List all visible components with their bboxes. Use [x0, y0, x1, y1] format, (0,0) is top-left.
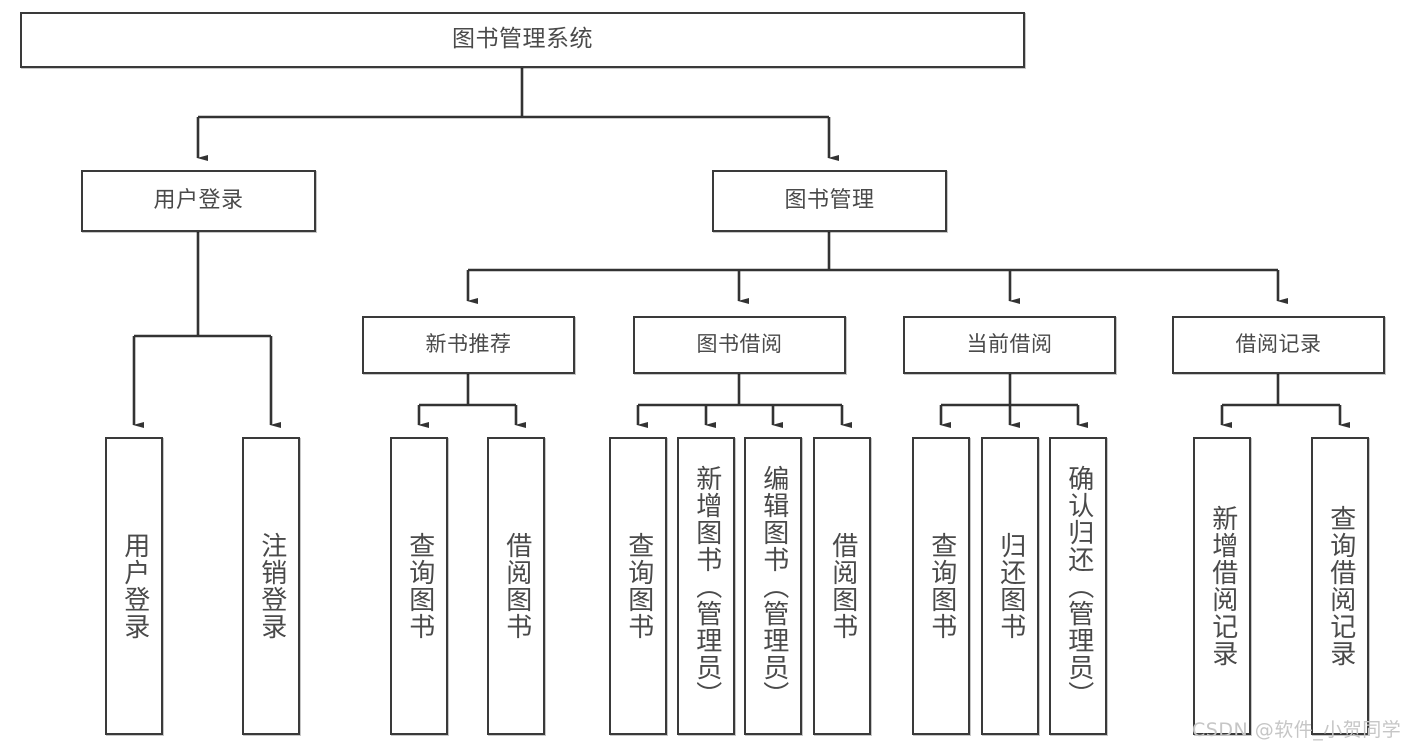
leaf-br-add-record-label: 新增借阅记录	[1207, 505, 1238, 667]
leaf-nb-query-book-label: 查询图书	[404, 532, 435, 640]
watermark: CSDN @软件_小贺同学	[1192, 719, 1402, 741]
leaf-cb-confirm-return-label: 确认归还（管理员）	[1063, 464, 1094, 708]
leaf-bb-query-book-label: 查询图书	[623, 532, 654, 640]
leaf-cb-return-book-label: 归还图书	[995, 532, 1026, 640]
node-book-management[interactable]: 图书管理	[712, 170, 947, 232]
leaf-cb-confirm-return[interactable]: 确认归还（管理员）	[1049, 437, 1107, 735]
leaf-br-add-record[interactable]: 新增借阅记录	[1193, 437, 1251, 735]
node-root[interactable]: 图书管理系统	[20, 12, 1025, 68]
node-book-management-label: 图书管理	[784, 187, 875, 213]
node-user-login[interactable]: 用户登录	[81, 170, 316, 232]
node-book-borrow-label: 图书借阅	[696, 332, 783, 357]
leaf-nb-borrow-book-label: 借阅图书	[501, 532, 532, 640]
leaf-nb-query-book[interactable]: 查询图书	[390, 437, 448, 735]
node-borrow-record-label: 借阅记录	[1235, 332, 1322, 357]
leaf-user-login[interactable]: 用户登录	[105, 437, 163, 735]
leaf-user-login-label: 用户登录	[119, 532, 150, 640]
node-root-label: 图书管理系统	[452, 26, 593, 53]
leaf-cb-query-book-label: 查询图书	[926, 532, 957, 640]
node-user-login-label: 用户登录	[153, 187, 244, 213]
leaf-logout[interactable]: 注销登录	[242, 437, 300, 735]
leaf-br-query-record-label: 查询借阅记录	[1325, 505, 1356, 667]
node-new-book-recommend[interactable]: 新书推荐	[362, 316, 575, 374]
leaf-bb-add-book-label: 新增图书（管理员）	[691, 464, 722, 708]
node-borrow-record[interactable]: 借阅记录	[1172, 316, 1385, 374]
leaf-br-query-record[interactable]: 查询借阅记录	[1311, 437, 1369, 735]
leaf-nb-borrow-book[interactable]: 借阅图书	[487, 437, 545, 735]
node-new-book-recommend-label: 新书推荐	[425, 332, 512, 357]
leaf-bb-query-book[interactable]: 查询图书	[609, 437, 667, 735]
node-current-borrow-label: 当前借阅	[966, 332, 1053, 357]
leaf-bb-edit-book[interactable]: 编辑图书（管理员）	[744, 437, 802, 735]
leaf-bb-borrow-book[interactable]: 借阅图书	[813, 437, 871, 735]
leaf-bb-edit-book-label: 编辑图书（管理员）	[758, 464, 789, 708]
leaf-bb-borrow-book-label: 借阅图书	[827, 532, 858, 640]
node-current-borrow[interactable]: 当前借阅	[903, 316, 1116, 374]
leaf-cb-query-book[interactable]: 查询图书	[912, 437, 970, 735]
leaf-bb-add-book[interactable]: 新增图书（管理员）	[677, 437, 735, 735]
leaf-logout-label: 注销登录	[256, 532, 287, 640]
node-book-borrow[interactable]: 图书借阅	[633, 316, 846, 374]
leaf-cb-return-book[interactable]: 归还图书	[981, 437, 1039, 735]
